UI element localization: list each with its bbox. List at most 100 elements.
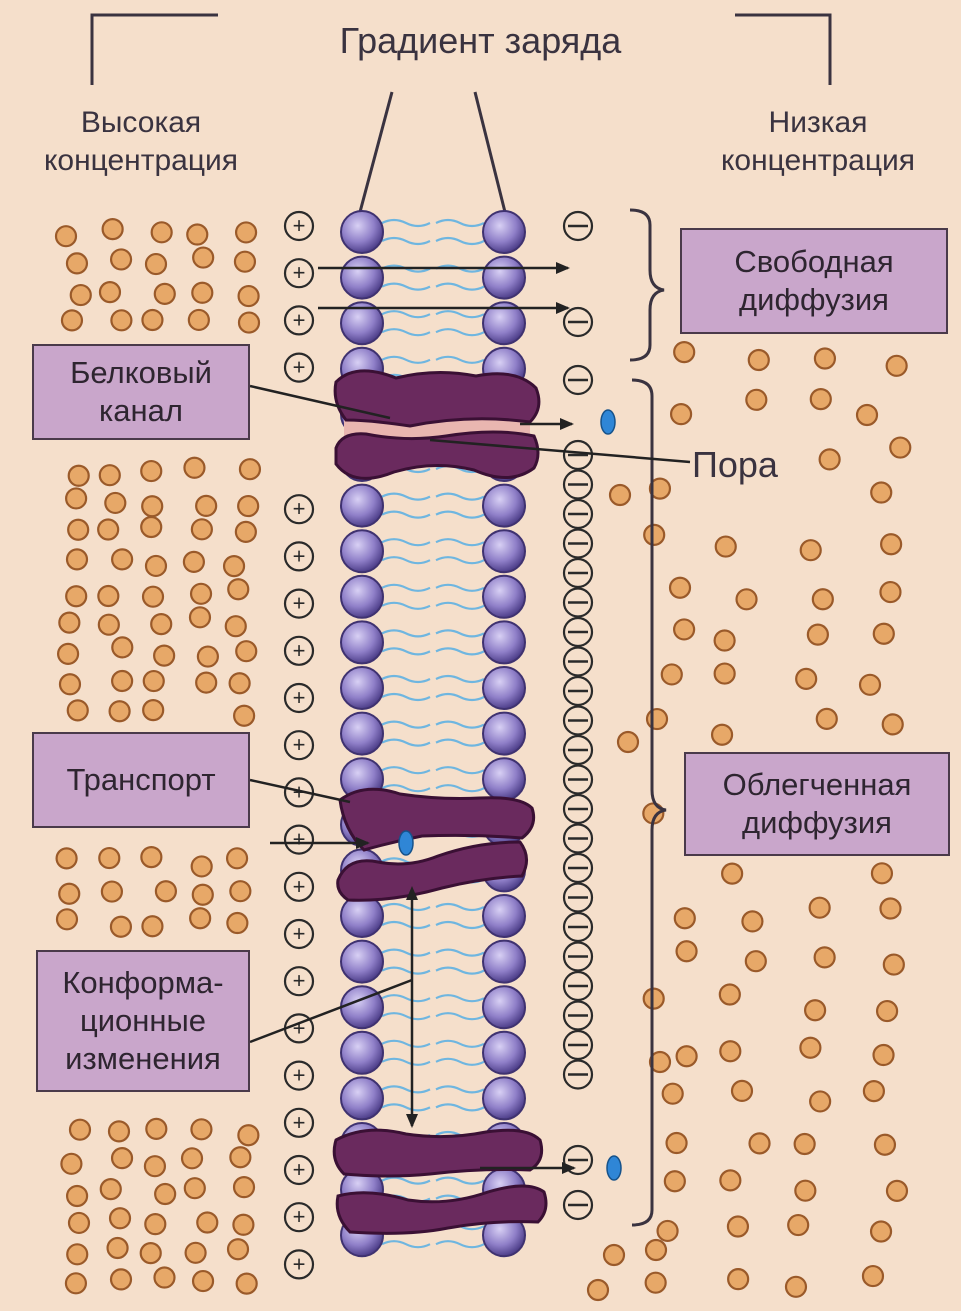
particle: [227, 913, 247, 933]
particle: [720, 1041, 740, 1061]
lipid-tail: [382, 1059, 430, 1065]
positive-charge-sign: +: [293, 1063, 306, 1088]
positive-charge-sign: +: [293, 921, 306, 946]
particle: [198, 647, 218, 667]
particle: [864, 1081, 884, 1101]
particle: [57, 909, 77, 929]
lipid-head: [483, 758, 525, 800]
lipid-tail: [436, 494, 484, 500]
particle: [108, 1238, 128, 1258]
particle: [646, 1273, 666, 1293]
particle: [60, 674, 80, 694]
particle: [887, 356, 907, 376]
lipid-tail: [382, 1178, 430, 1184]
lipid-tail: [436, 785, 484, 791]
lipid-tail: [436, 648, 484, 654]
lipid-head: [483, 530, 525, 572]
particle: [141, 461, 161, 481]
lipid-tail: [436, 694, 484, 700]
particle: [102, 882, 122, 902]
lipid-head: [341, 1077, 383, 1119]
lipid-tail: [436, 1241, 484, 1247]
lipid-head: [341, 941, 383, 983]
particle: [142, 496, 162, 516]
particle: [68, 520, 88, 540]
particle: [817, 709, 837, 729]
particle: [141, 1243, 161, 1263]
lipid-tail: [436, 995, 484, 1001]
particle: [795, 1134, 815, 1154]
charge-gradient-title: Градиент заряда: [0, 20, 961, 62]
particle: [101, 1179, 121, 1199]
particle: [69, 466, 89, 486]
lipid-tail: [382, 904, 430, 910]
particle: [236, 522, 256, 542]
particle: [112, 549, 132, 569]
negative-charges: [564, 212, 592, 1219]
facilitated-diffusion-brace: [632, 380, 666, 1225]
particle: [786, 1277, 806, 1297]
particle: [112, 671, 132, 691]
particle: [193, 248, 213, 268]
particle: [111, 1269, 131, 1289]
particle: [156, 881, 176, 901]
particle: [872, 863, 892, 883]
particle: [193, 885, 213, 905]
particle: [67, 1186, 87, 1206]
particle: [238, 1125, 258, 1145]
particle: [880, 582, 900, 602]
particle: [109, 1121, 129, 1141]
particle: [69, 1213, 89, 1233]
lipid-tail: [436, 284, 484, 290]
particle: [801, 540, 821, 560]
particle: [820, 449, 840, 469]
particle: [143, 700, 163, 720]
particle: [189, 310, 209, 330]
particle: [155, 284, 175, 304]
particle: [190, 607, 210, 627]
lipid-tail: [382, 329, 430, 335]
particle: [196, 496, 216, 516]
lipid-head: [341, 713, 383, 755]
lipid-tail: [382, 968, 430, 974]
lipid-tail: [382, 284, 430, 290]
low-concentration-line-1: Низкая: [685, 104, 951, 142]
particle: [59, 613, 79, 633]
lipid-tail: [436, 1013, 484, 1019]
particle: [674, 619, 694, 639]
lipid-head: [483, 667, 525, 709]
particle: [228, 579, 248, 599]
particle: [227, 848, 247, 868]
positive-charge-sign: +: [293, 355, 306, 380]
particle: [192, 283, 212, 303]
positive-charge-sign: +: [293, 827, 306, 852]
positive-charge-sign: +: [293, 307, 306, 332]
particle: [66, 1273, 86, 1293]
lipid-head: [483, 1077, 525, 1119]
lipid-tail: [382, 630, 430, 636]
particle: [880, 898, 900, 918]
particle: [881, 534, 901, 554]
particle: [233, 1215, 253, 1235]
particle: [57, 848, 77, 868]
lipid-tail: [436, 904, 484, 910]
particle: [239, 286, 259, 306]
particle: [59, 884, 79, 904]
particle: [67, 1244, 87, 1264]
lipid-head: [341, 1032, 383, 1074]
particle: [182, 1148, 202, 1168]
particle: [110, 1208, 130, 1228]
particle: [871, 483, 891, 503]
particle: [197, 1212, 217, 1232]
lipid-tail: [382, 1086, 430, 1092]
facilitated-diffusion-line-2: диффузия: [686, 804, 948, 842]
particle: [887, 1181, 907, 1201]
lipid-tail: [382, 585, 430, 591]
protein-subunit: [336, 432, 538, 478]
particle: [112, 637, 132, 657]
particle: [230, 1147, 250, 1167]
lipid-tail: [436, 357, 484, 363]
particle: [67, 253, 87, 273]
particle: [588, 1280, 608, 1300]
particle: [808, 625, 828, 645]
